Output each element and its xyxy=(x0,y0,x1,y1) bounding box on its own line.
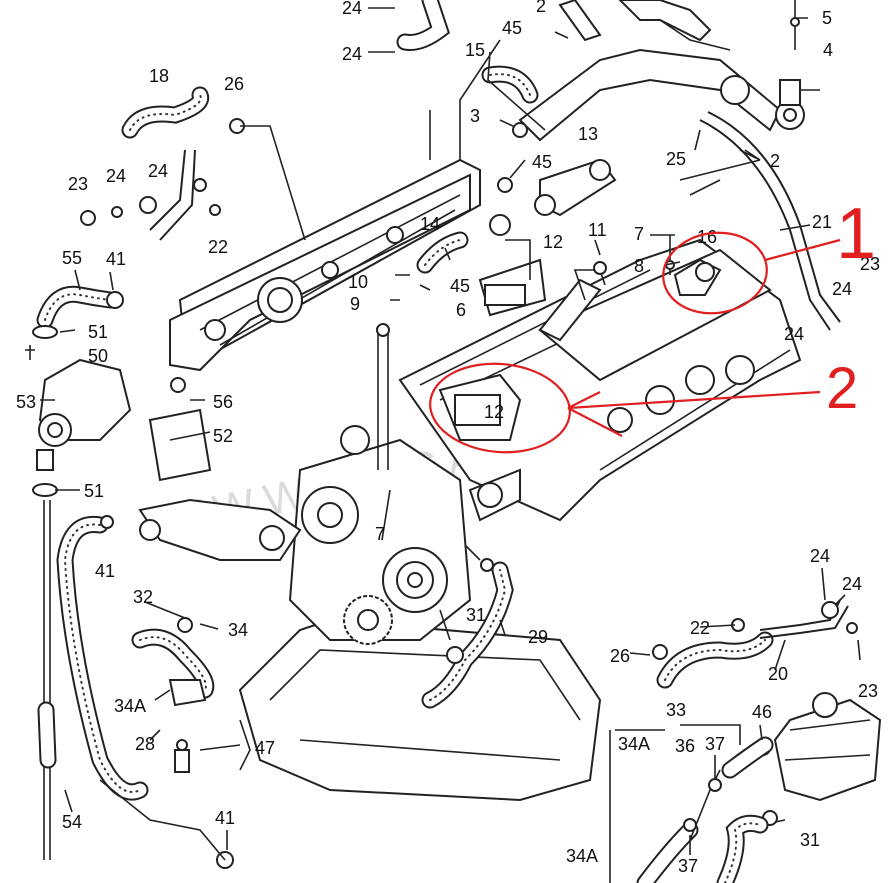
part-label: 7 xyxy=(634,224,644,244)
part-label: 56 xyxy=(213,392,233,412)
part-label: 6 xyxy=(456,300,466,320)
leader-lines xyxy=(40,7,861,883)
part-label: 34A xyxy=(114,696,146,716)
part-label: 53 xyxy=(16,392,36,412)
part-label: 24 xyxy=(784,324,804,344)
top-coolant-pipes xyxy=(396,0,841,331)
part-label: 2 xyxy=(770,151,780,171)
part-label: 23 xyxy=(858,681,878,701)
part-label: 24 xyxy=(810,546,830,566)
part-label: 2 xyxy=(536,0,546,16)
part-label: 24 xyxy=(148,161,168,181)
part-label: 12 xyxy=(543,232,563,252)
part-label: 3 xyxy=(470,106,480,126)
part-label: 47 xyxy=(255,738,275,758)
annotation-number-2: 2 xyxy=(826,356,858,421)
part-label: 23 xyxy=(68,174,88,194)
part-label: 37 xyxy=(705,734,725,754)
part-label: 9 xyxy=(350,294,360,314)
part-label: 26 xyxy=(224,74,244,94)
part-label: 23 xyxy=(860,254,880,274)
part-label: 31 xyxy=(800,830,820,850)
part-label: 18 xyxy=(149,66,169,86)
part-label: 4 xyxy=(823,40,833,60)
part-label: 5 xyxy=(822,8,832,28)
part-label: 25 xyxy=(666,149,686,169)
part-label: 24 xyxy=(832,279,852,299)
part-label: 31 xyxy=(466,605,486,625)
part-label: 24 xyxy=(842,574,862,594)
part-label: 46 xyxy=(752,702,772,722)
part-label: 11 xyxy=(588,220,607,240)
engine-block xyxy=(169,158,802,802)
part-label: 54 xyxy=(62,812,82,832)
part-label: 10 xyxy=(348,272,368,292)
part-label: 41 xyxy=(215,808,235,828)
part-label: 55 xyxy=(62,248,82,268)
part-label: 41 xyxy=(106,249,126,269)
part-label: 32 xyxy=(133,587,153,607)
right-parts xyxy=(636,599,882,883)
part-label: 13 xyxy=(578,124,598,144)
annotation-arrow-1 xyxy=(764,238,841,262)
part-label: 24 xyxy=(342,0,362,18)
part-label: 34A xyxy=(618,734,650,754)
red-annotations: 1 2 xyxy=(429,194,876,454)
part-label: 50 xyxy=(88,346,108,366)
part-label: 45 xyxy=(502,18,522,38)
left-parts xyxy=(25,86,514,869)
part-label: 41 xyxy=(95,561,115,581)
part-label: 15 xyxy=(465,40,485,60)
annotation-circle-1 xyxy=(662,231,768,315)
part-labels: 24 24 2 45 5 15 4 18 26 3 13 45 25 2 21 … xyxy=(16,0,880,876)
part-label: 36 xyxy=(675,736,695,756)
annotation-arrow-2 xyxy=(567,390,821,437)
part-label: 52 xyxy=(213,426,233,446)
part-label: 34 xyxy=(228,620,248,640)
part-label: 33 xyxy=(666,700,686,720)
part-label: 16 xyxy=(697,227,717,247)
part-label: 26 xyxy=(610,646,630,666)
part-label: 12 xyxy=(484,402,504,422)
part-label: 22 xyxy=(208,237,228,257)
part-label: 14 xyxy=(420,214,440,234)
annotation-circle-2 xyxy=(429,362,571,454)
part-label: 45 xyxy=(532,152,552,172)
part-label: 24 xyxy=(342,44,362,64)
part-label: 29 xyxy=(528,627,548,647)
part-label: 45 xyxy=(450,276,470,296)
part-label: 7 xyxy=(375,524,385,544)
part-label: 28 xyxy=(135,734,155,754)
part-label: 51 xyxy=(88,322,108,342)
part-label: 8 xyxy=(634,256,644,276)
part-label: 34A xyxy=(566,846,598,866)
part-label: 24 xyxy=(106,166,126,186)
annotation-number-1: 1 xyxy=(836,194,876,274)
part-label: 20 xyxy=(768,664,788,684)
part-label: 21 xyxy=(812,212,832,232)
part-label: 37 xyxy=(678,856,698,876)
part-label: 22 xyxy=(690,618,710,638)
part-label: 51 xyxy=(84,481,104,501)
